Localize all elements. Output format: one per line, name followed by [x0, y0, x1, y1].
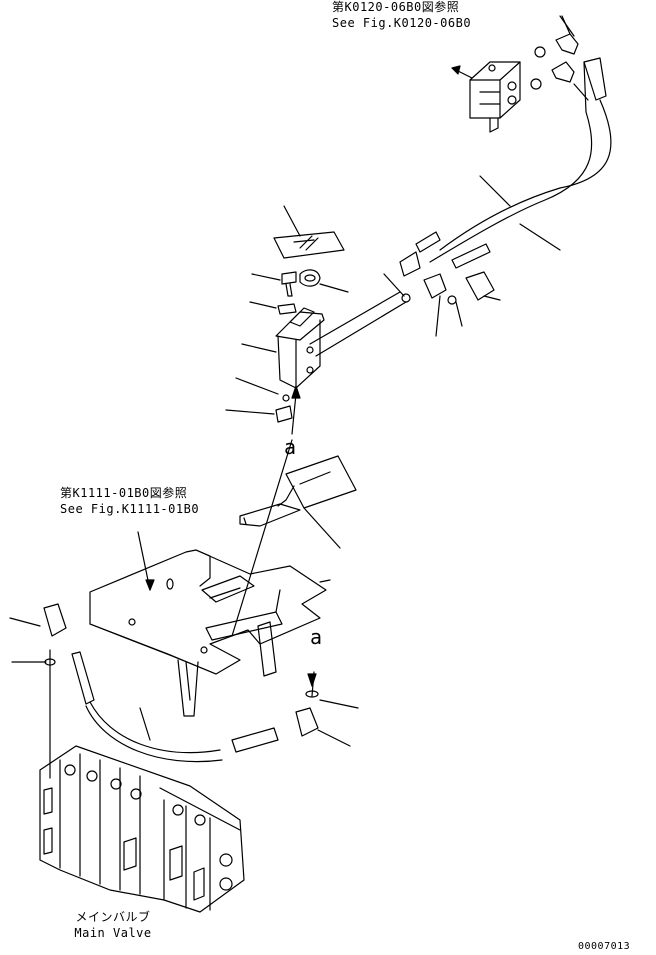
- long-pipe: [309, 291, 407, 357]
- pilot-valve-block: [451, 61, 521, 133]
- main-valve: [39, 745, 245, 913]
- leader-lines: [9, 439, 359, 779]
- drawing-number: 00007013: [578, 941, 631, 952]
- lower-hose: [43, 603, 319, 763]
- marker-a-lower: a: [310, 625, 323, 649]
- marker-a-upper: a: [284, 435, 297, 459]
- middle-reference-jp: 第K1111-01B0図参照: [60, 486, 188, 500]
- top-hoses: [415, 15, 612, 269]
- main-valve-label-en: Main Valve: [74, 926, 152, 940]
- top-reference-jp: 第K0120-06B0図参照: [332, 0, 460, 14]
- top-elbow-fittings: [530, 15, 589, 101]
- switch-bracket: [235, 307, 325, 395]
- arrow-up-a: [291, 385, 301, 435]
- center-fittings: [383, 251, 501, 337]
- floor-pedal: [239, 455, 357, 549]
- middle-reference-en: See Fig.K1111-01B0: [60, 502, 200, 516]
- label-plate: [273, 205, 345, 259]
- small-bolt: [225, 394, 293, 423]
- floor-frame: [89, 531, 331, 717]
- bolts-and-nut: [249, 269, 349, 315]
- main-valve-label-jp: メインバルブ: [75, 910, 151, 924]
- top-reference-en: See Fig.K0120-06B0: [332, 16, 472, 30]
